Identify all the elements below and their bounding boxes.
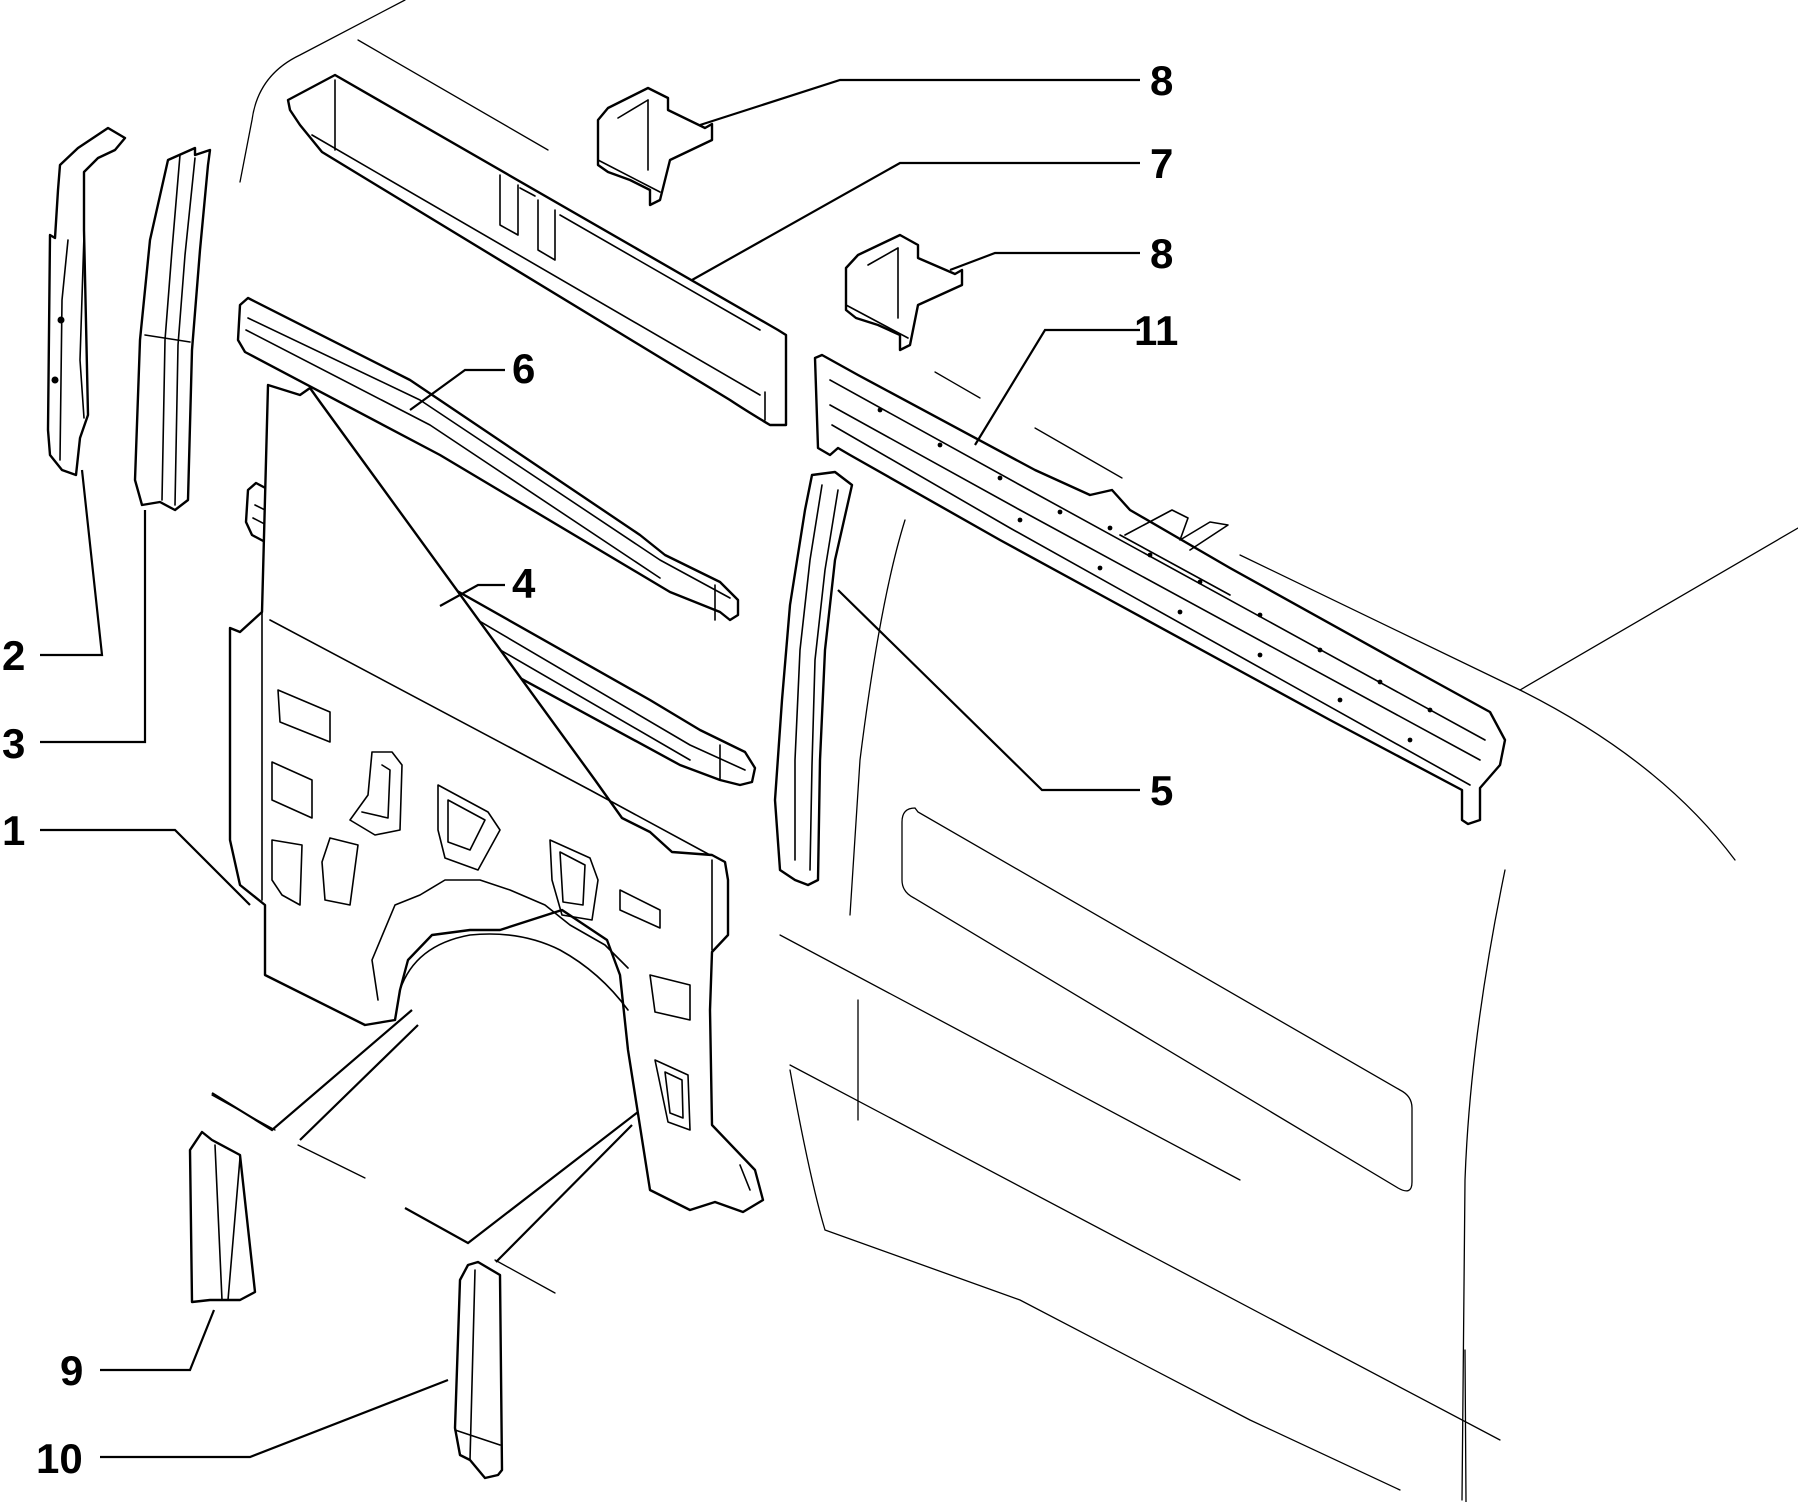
guide-line-left-b: [299, 1024, 419, 1141]
guide-line-right-a: [404, 1111, 639, 1245]
part-1-main-side-panel: [228, 383, 765, 1214]
leader-4: [439, 583, 505, 607]
callout-4: 4: [512, 560, 536, 607]
leader-10: [100, 1378, 449, 1459]
leader-5: [837, 589, 1140, 792]
part-8-lower-bracket: [844, 233, 964, 352]
callout-8-upper: 8: [1150, 57, 1173, 104]
leader-6: [409, 368, 505, 411]
callout-8-lower: 8: [1150, 230, 1173, 277]
leader-2: [40, 469, 104, 657]
part-11-roof-side-rail: [813, 353, 1507, 826]
leader-8a: [699, 78, 1140, 127]
callout-2: 2: [2, 632, 25, 679]
callout-6: 6: [512, 345, 535, 392]
part-2-pillar-reinforcement: [46, 126, 127, 477]
part-10-lower-gusset: [453, 1260, 504, 1480]
leader-11: [974, 328, 1140, 446]
part-5-pillar-inner: [773, 470, 854, 887]
part-7-upper-header-panel: [286, 73, 788, 427]
callout-1: 1: [2, 807, 25, 854]
callout-7: 7: [1150, 140, 1173, 187]
guide-line-left-a: [211, 1009, 413, 1132]
callout-5: 5: [1150, 767, 1173, 814]
part-8-upper-bracket: [596, 86, 714, 207]
callout-3: 3: [2, 720, 25, 767]
part-6-upper-cross-rail: [236, 296, 740, 622]
leader-1: [40, 828, 251, 906]
guide-line-right-b: [495, 1124, 633, 1263]
leader-3: [40, 510, 147, 744]
leader-9: [100, 1309, 216, 1372]
callout-9: 9: [60, 1347, 83, 1394]
callout-10: 10: [36, 1435, 83, 1482]
leader-lines: [40, 78, 1140, 1459]
callout-11: 11: [1134, 307, 1178, 354]
part-9-lower-gusset: [188, 1130, 257, 1304]
leader-7: [691, 161, 1140, 281]
callout-labels: 1 2 3 4 5 6 7 8 8 9 10 11: [2, 57, 1178, 1482]
part-3-inner-pillar-channel: [133, 146, 212, 512]
rail-holes: [877, 407, 1433, 743]
leader-8b: [949, 251, 1140, 272]
